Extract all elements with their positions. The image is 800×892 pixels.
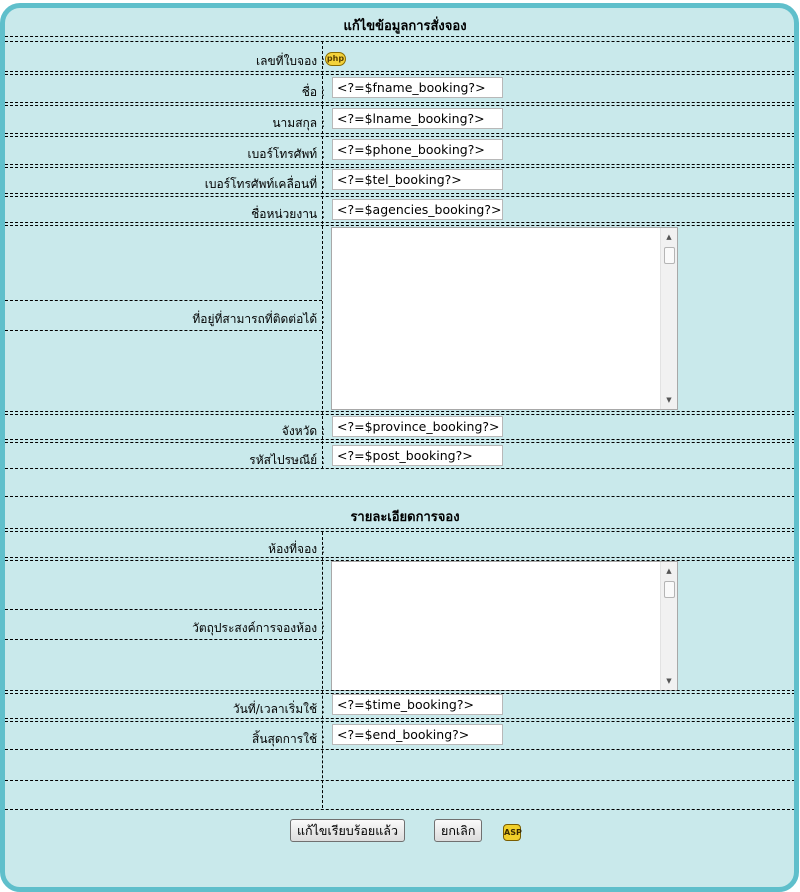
divider	[5, 693, 794, 694]
booking-details-title: รายละเอียดการจอง	[350, 510, 460, 525]
divider	[5, 609, 322, 610]
mobile-phone-field[interactable]: <?=$tel_booking?>	[332, 169, 503, 190]
divider	[5, 496, 794, 497]
scroll-up-arrow-icon[interactable]: ▲	[666, 567, 672, 575]
divider	[5, 133, 794, 134]
column-divider	[322, 41, 323, 469]
first-name-label: ชื่อ :	[301, 85, 325, 99]
asp-icon: ASP	[503, 824, 522, 841]
purpose-label: วัตถุประสงค์การจองห้อง :	[192, 621, 325, 635]
divider	[5, 74, 794, 75]
purpose-scrollbar[interactable]: ▲ ▼	[660, 562, 677, 690]
divider	[5, 721, 794, 722]
divider	[5, 749, 794, 750]
divider	[5, 193, 794, 194]
save-button[interactable]: แก้ไขเรียบร้อยแล้ว	[290, 819, 405, 842]
divider	[5, 167, 794, 168]
agency-label: ชื่อหน่วยงาน :	[251, 207, 325, 221]
divider	[5, 639, 322, 640]
divider	[5, 300, 322, 301]
divider	[5, 136, 794, 137]
divider	[5, 439, 794, 440]
cancel-button[interactable]: ยกเลิก	[434, 819, 483, 842]
room-label: ห้องที่จอง :	[268, 542, 325, 556]
address-label: ที่อยู่ที่สามารถที่ติดต่อได้ :	[192, 312, 325, 326]
phone-field[interactable]: <?=$phone_booking?>	[332, 139, 503, 160]
divider	[5, 442, 794, 443]
province-label: จังหวัด :	[281, 424, 325, 438]
last-name-field[interactable]: <?=$lname_booking?>	[332, 108, 503, 129]
divider	[5, 809, 794, 810]
divider	[5, 414, 794, 415]
divider	[5, 557, 794, 558]
divider	[5, 330, 322, 331]
php-icon: php	[325, 52, 346, 66]
province-field[interactable]: <?=$province_booking?>	[332, 416, 503, 437]
last-name-label: นามสกุล :	[272, 116, 325, 130]
scroll-thumb[interactable]	[664, 581, 675, 598]
divider	[5, 780, 794, 781]
scroll-thumb[interactable]	[664, 247, 675, 264]
address-scrollbar[interactable]: ▲ ▼	[660, 228, 677, 409]
divider	[5, 36, 794, 37]
divider	[5, 468, 794, 469]
divider	[5, 102, 794, 103]
scroll-down-arrow-icon[interactable]: ▼	[666, 396, 672, 404]
agency-field[interactable]: <?=$agencies_booking?>	[332, 199, 503, 220]
divider	[5, 164, 794, 165]
divider	[5, 196, 794, 197]
divider	[5, 531, 794, 532]
divider	[5, 41, 794, 42]
form-title: แก้ไขข้อมูลการสั่งจอง	[343, 19, 467, 34]
column-divider	[322, 532, 323, 808]
start-time-label: วันที่/เวลาเริ่มใช้ :	[232, 702, 325, 716]
booking-number-label: เลขที่ใบจอง :	[256, 54, 325, 68]
divider	[5, 105, 794, 106]
end-time-field[interactable]: <?=$end_booking?>	[332, 724, 503, 745]
divider	[5, 71, 794, 72]
end-time-label: สิ้นสุดการใช้ :	[252, 732, 325, 746]
divider	[5, 560, 794, 561]
postcode-field[interactable]: <?=$post_booking?>	[332, 445, 503, 466]
address-textarea[interactable]: ▲ ▼	[331, 227, 678, 410]
divider	[5, 411, 794, 412]
phone-label: เบอร์โทรศัพท์ :	[247, 147, 325, 161]
scroll-up-arrow-icon[interactable]: ▲	[666, 233, 672, 241]
booking-edit-panel: แก้ไขข้อมูลการสั่งจอง เลขที่ใบจอง : php …	[0, 3, 799, 892]
purpose-textarea[interactable]: ▲ ▼	[331, 561, 678, 691]
first-name-field[interactable]: <?=$fname_booking?>	[332, 77, 503, 98]
divider	[5, 222, 794, 223]
mobile-phone-label: เบอร์โทรศัพท์เคลื่อนที่ :	[204, 177, 325, 191]
divider	[5, 225, 794, 226]
scroll-down-arrow-icon[interactable]: ▼	[666, 677, 672, 685]
divider	[5, 690, 794, 691]
divider	[5, 718, 794, 719]
postcode-label: รหัสไปรษณีย์ :	[249, 453, 325, 467]
divider	[5, 528, 794, 529]
start-time-field[interactable]: <?=$time_booking?>	[332, 694, 503, 715]
